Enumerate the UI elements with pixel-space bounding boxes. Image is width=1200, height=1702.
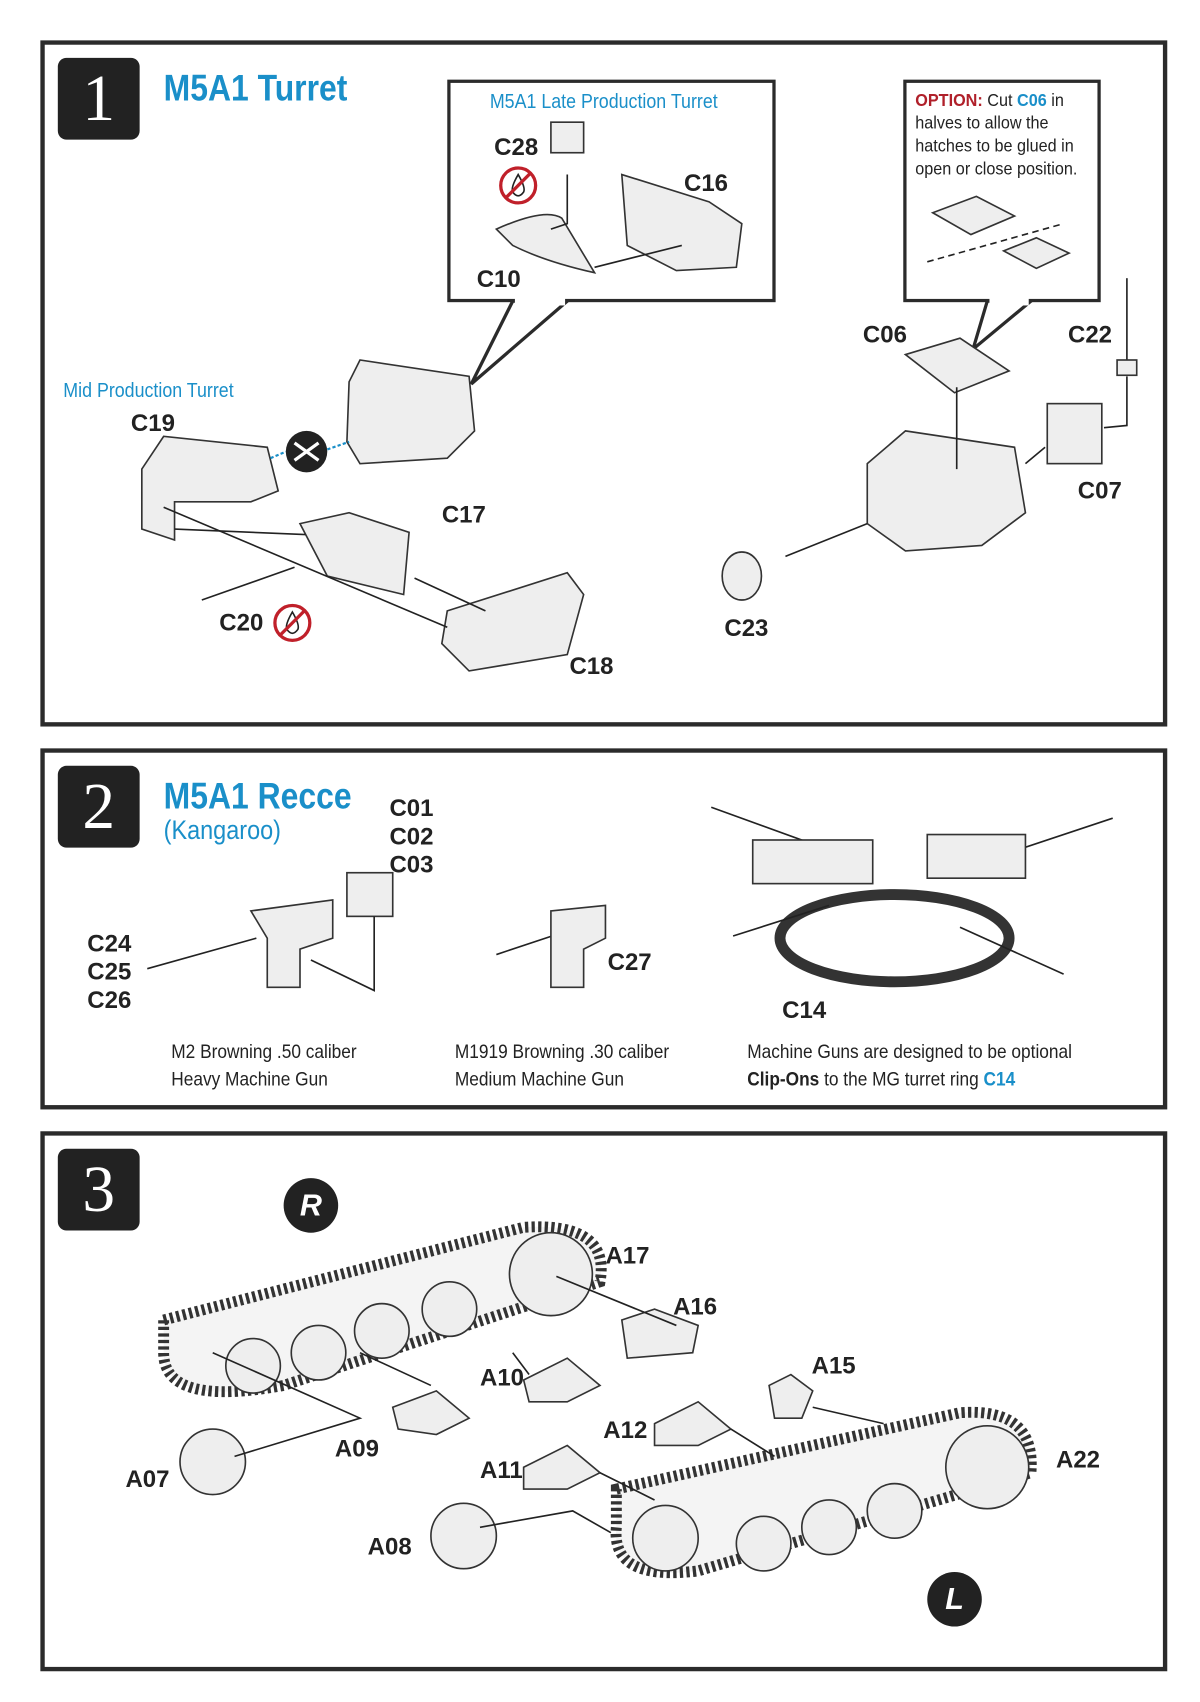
part-label-c17: C17 (441, 500, 486, 528)
callout-pointer (469, 299, 572, 386)
part-label-c25: C25 (87, 957, 132, 986)
part-label-a15: A15 (811, 1351, 856, 1379)
right-side-badge: R (283, 1178, 339, 1233)
step-title: M5A1 Turret (163, 67, 348, 110)
part-label-c03: C03 (389, 850, 434, 879)
part-c19-drawing (140, 435, 280, 542)
callout-pointer (969, 299, 1036, 354)
part-label-c14: C14 (782, 995, 827, 1024)
step-number: 2 (57, 765, 140, 848)
part-label-c01: C01 (389, 794, 434, 822)
mg-drawing (926, 833, 1027, 879)
part-label-c27: C27 (607, 947, 652, 976)
step-subtitle: (Kangaroo) (163, 814, 281, 846)
part-label-a11: A11 (479, 1456, 523, 1484)
no-glue-icon (499, 166, 538, 205)
part-label-c16: C16 (683, 169, 729, 197)
part-label-c26: C26 (87, 986, 132, 1014)
m1919-gun-drawing (550, 904, 607, 989)
turret-drawing (346, 359, 476, 465)
part-c01-drawing (346, 871, 394, 918)
part-label-c24: C24 (87, 929, 132, 957)
part-label-a22: A22 (1055, 1445, 1101, 1473)
hatch-drawing (930, 195, 1017, 236)
part-label-a09: A09 (334, 1434, 379, 1462)
part-a10-drawing (522, 1357, 602, 1403)
left-track-drawing (610, 1406, 1037, 1579)
part-label-c02: C02 (389, 822, 434, 850)
part-label-c23: C23 (724, 614, 769, 642)
part-a12-drawing (653, 1400, 733, 1447)
part-a15-drawing (768, 1373, 814, 1419)
late-production-title: M5A1 Late Production Turret (489, 90, 718, 114)
step-number: 3 (57, 1148, 140, 1231)
hatch-drawing (1001, 236, 1072, 270)
part-a11-drawing (522, 1444, 602, 1490)
part-label-c10: C10 (476, 265, 521, 293)
part-c18-drawing (440, 571, 585, 672)
mid-production-label: Mid Production Turret (63, 379, 234, 403)
part-label-c06: C06 (862, 320, 907, 348)
part-label-c28: C28 (494, 133, 539, 161)
part-label-a17: A17 (605, 1241, 650, 1269)
step-number: 1 (57, 57, 140, 140)
clip-on-caption: Machine Guns are designed to be optional… (747, 1040, 1072, 1090)
step-3-panel (40, 1131, 1168, 1672)
mg-drawing (751, 839, 874, 885)
no-glue-icon (273, 603, 312, 642)
assembled-turret-drawing (866, 430, 1027, 552)
part-label-a10: A10 (479, 1363, 525, 1391)
part-a07-drawing (179, 1428, 247, 1496)
part-c07-drawing (1046, 402, 1103, 465)
part-label-c19: C19 (130, 409, 175, 437)
part-c10-drawing (494, 213, 597, 274)
m2-gun-drawing (249, 899, 334, 989)
part-a09-drawing (391, 1389, 471, 1436)
part-label-c22: C22 (1067, 320, 1113, 348)
part-label-a12: A12 (603, 1415, 648, 1444)
step-title: M5A1 Recce (163, 775, 352, 818)
part-c06-drawing (903, 337, 1011, 394)
left-side-badge: L (927, 1571, 982, 1627)
part-c16-drawing (620, 173, 743, 272)
part-label-a16: A16 (673, 1292, 718, 1320)
part-a16-drawing (620, 1308, 700, 1360)
part-c17-drawing (298, 511, 410, 596)
part-a08-drawing (430, 1502, 498, 1570)
part-label-c20: C20 (219, 608, 264, 636)
part-label-c07: C07 (1077, 476, 1122, 504)
part-label-a07: A07 (125, 1465, 170, 1493)
part-c14-drawing (774, 889, 1015, 988)
part-label-a08: A08 (367, 1532, 412, 1560)
part-c28-drawing (550, 121, 585, 154)
swap-option-icon (285, 430, 328, 473)
part-label-c18: C18 (569, 652, 614, 680)
